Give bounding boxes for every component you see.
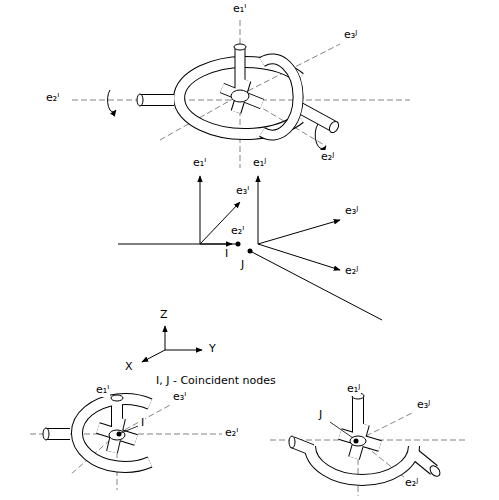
axis-label: e₃ᴶ — [343, 28, 358, 42]
gimbal-outline — [46, 398, 150, 467]
axis-label: Z — [159, 308, 169, 322]
axis-label: e₂ᴶ — [404, 476, 419, 490]
node-dot — [117, 432, 122, 437]
axis-label: e₁ᴵ — [232, 2, 247, 16]
node-dot — [354, 439, 359, 444]
axis-label: e₂ᴵ — [45, 91, 60, 105]
rotation-arrow — [108, 90, 326, 149]
axis-label: e₁ᴶ — [252, 156, 267, 170]
inner-ring-outline — [222, 48, 298, 135]
gimbal-fill — [46, 398, 150, 467]
axis-label: e₂ᴶ — [344, 264, 359, 278]
axis-label: e₃ᴵ — [235, 184, 250, 198]
axis-label: e₂ᴶ — [320, 150, 335, 164]
axis-line — [72, 20, 410, 168]
shaft-end — [43, 395, 125, 440]
axis-label: I — [140, 416, 145, 430]
axis-label: e₂ᴵ — [224, 426, 239, 440]
axis-label: e₁ᴵ — [95, 383, 110, 397]
axis-label: e₁ᴵ — [192, 156, 207, 170]
axis-label: J — [318, 408, 323, 422]
inner-ring-fill — [222, 48, 298, 135]
shaft-end — [289, 393, 442, 478]
coordinate-frame — [118, 176, 382, 362]
shaft-end — [137, 44, 340, 134]
axis-label: e₃ᴶ — [416, 398, 431, 412]
node-dot — [236, 242, 253, 254]
yoke-outline — [292, 396, 434, 480]
axis-label: I — [224, 247, 229, 261]
axis-label: e₃ᴵ — [172, 390, 187, 404]
axis-line — [30, 398, 222, 490]
yoke-fill — [292, 396, 434, 480]
axis-label: I, J - Coincident nodes — [155, 374, 277, 388]
axis-label: e₃ᴶ — [344, 204, 359, 218]
axis-label: X — [124, 360, 134, 374]
axis-label: J — [240, 258, 245, 272]
axis-label: Y — [208, 342, 217, 356]
axis-label: e₁ᴶ — [346, 382, 361, 396]
axis-label: e₂ᴵ — [230, 224, 245, 238]
axis-line — [270, 396, 468, 496]
